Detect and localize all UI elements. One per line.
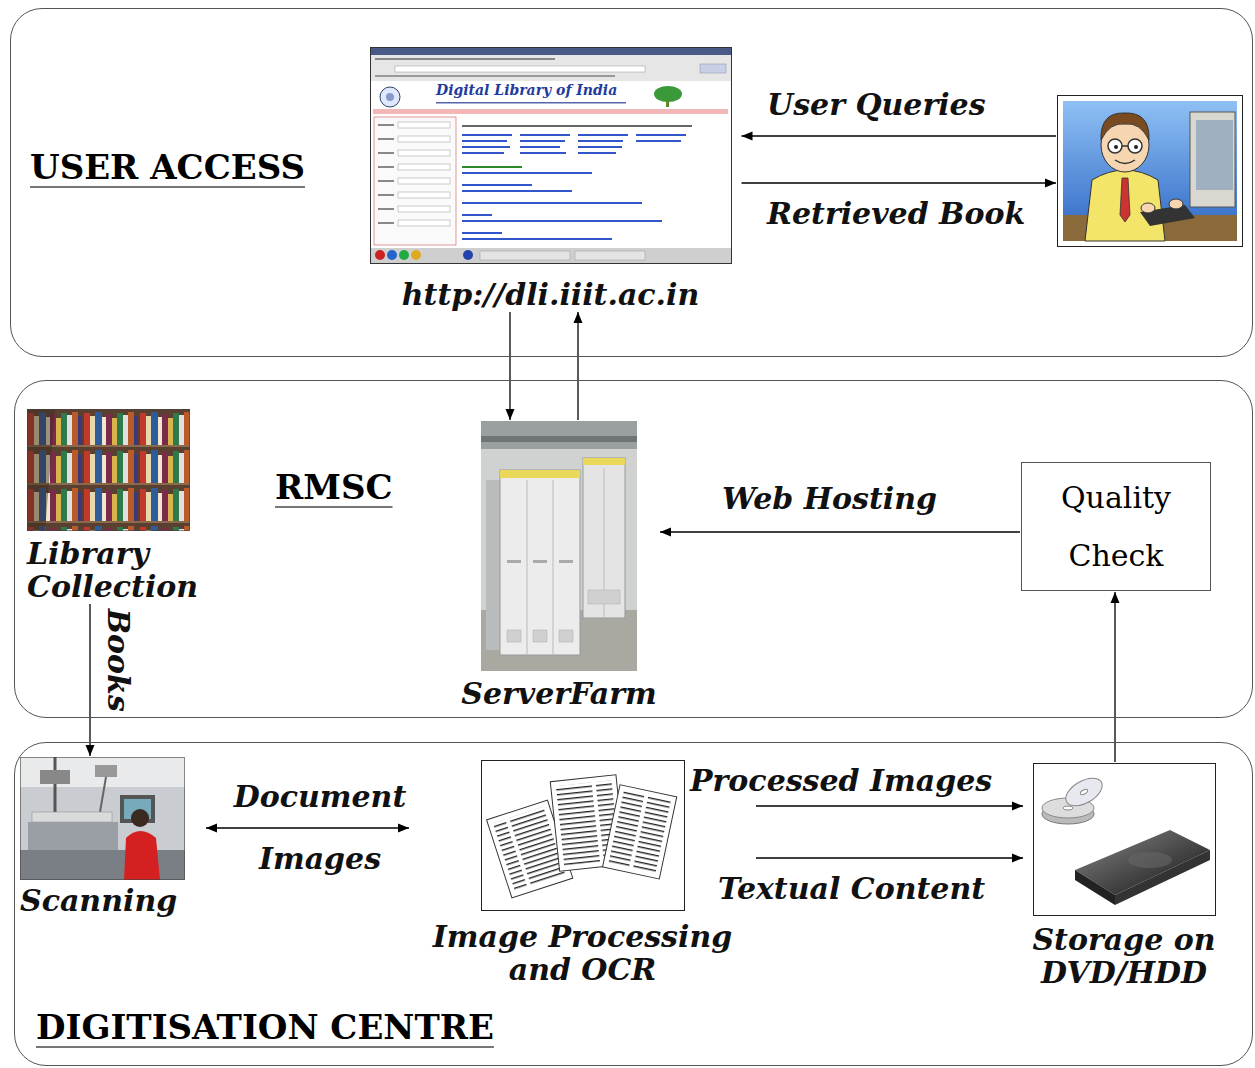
connector-line: [660, 531, 1020, 532]
edge-label: User Queries: [767, 88, 986, 123]
connector: [206, 824, 409, 833]
connector: [86, 604, 95, 756]
arrowhead: [742, 132, 753, 141]
picture-area: [20, 757, 185, 880]
caption: http://dli.iiit.ac.in: [361, 278, 741, 311]
picture-area: [481, 421, 637, 671]
user-cartoon: [1058, 96, 1243, 247]
connector-line: [756, 805, 1023, 806]
server-photo: [481, 421, 637, 671]
connector-line: [509, 312, 510, 420]
caption: Storage on DVD/HDD: [1024, 923, 1224, 989]
picture-node: Storage on DVD/HDD: [1024, 763, 1224, 989]
picture-area: [481, 760, 684, 910]
picture-node: Library Collection: [27, 409, 222, 603]
picture-area: [1033, 763, 1215, 915]
picture-node: Image Processing and OCR: [410, 760, 755, 986]
box-label: Quality Check: [1022, 469, 1210, 585]
connector: [742, 179, 1057, 188]
browser-screenshot: [371, 48, 732, 264]
swimlane-band: DIGITISATION CENTRE ScanningImage Process…: [14, 742, 1253, 1066]
connector-line: [742, 182, 1057, 183]
scanning-photo: [20, 757, 185, 880]
edge-label: Textual Content: [718, 872, 985, 907]
caption: Scanning: [20, 884, 205, 917]
arrowhead: [1045, 179, 1056, 188]
connector: [742, 132, 1057, 141]
edge-label: Web Hosting: [722, 482, 937, 517]
picture-node: ServerFarm: [459, 421, 659, 710]
swimlane-band: USER ACCESS Digital Library of India http:…: [10, 8, 1253, 357]
connector-line: [742, 135, 1057, 136]
picture-node: [1057, 95, 1243, 247]
document-pages: [482, 761, 685, 911]
connector: [574, 312, 583, 420]
picture-area: [27, 409, 190, 531]
connector: [1111, 592, 1120, 762]
connector: [756, 854, 1023, 863]
edge-label: Document Images: [210, 766, 430, 890]
connector-line: [206, 827, 409, 828]
connector: [756, 802, 1023, 811]
storage-media: [1034, 764, 1216, 916]
caption: ServerFarm: [459, 677, 659, 710]
arrowhead: [398, 824, 409, 833]
arrowhead: [86, 745, 95, 756]
edge-label: Retrieved Book: [767, 197, 1025, 232]
library-photo: [27, 409, 190, 531]
arrowhead: [574, 312, 583, 323]
caption: Image Processing and OCR: [410, 920, 755, 986]
edge-label: Books: [100, 608, 135, 711]
arrowhead: [1012, 854, 1023, 863]
connector: [506, 312, 515, 420]
arrowhead: [660, 528, 671, 537]
arrowhead: [1111, 592, 1120, 603]
connector-line: [577, 312, 578, 420]
connector-line: [756, 857, 1023, 858]
picture-node: Digital Library of India http://dli.iiit.…: [361, 47, 741, 311]
connector: [660, 528, 1020, 537]
arrowhead: [1012, 802, 1023, 811]
band-title: RMSC: [275, 468, 393, 507]
band-title: DIGITISATION CENTRE: [36, 1008, 494, 1047]
picture-node: Scanning: [20, 757, 205, 917]
process-box: Quality Check: [1021, 462, 1211, 591]
arrowhead: [206, 824, 217, 833]
edge-label: Processed Images: [690, 764, 992, 799]
band-title: USER ACCESS: [30, 148, 305, 187]
caption: Library Collection: [27, 537, 222, 603]
picture-area: Digital Library of India: [370, 47, 731, 264]
connector-line: [89, 604, 90, 756]
screen-title: Digital Library of India: [436, 83, 617, 98]
swimlane-band: RMSC Library CollectionServerFarm Quality …: [14, 380, 1253, 718]
connector-line: [1114, 592, 1115, 762]
arrowhead: [506, 409, 515, 420]
